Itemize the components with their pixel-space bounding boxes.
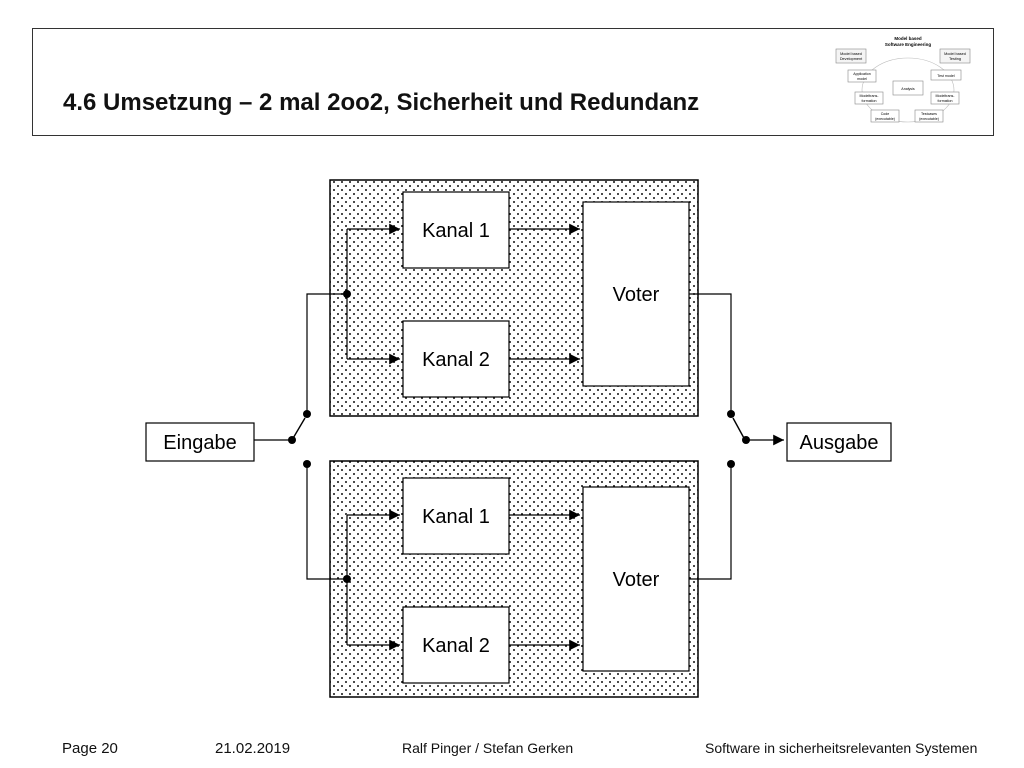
thumb-app-line2: model xyxy=(857,77,867,81)
thumb-right-line2: Testing xyxy=(949,57,961,61)
upper-voter-box xyxy=(582,201,690,387)
thumb-cycle xyxy=(861,57,955,123)
thumb-testmodel-label: Test model xyxy=(937,74,955,78)
lower-channel2-box xyxy=(402,606,510,684)
lower-channel2-label: Kanal 2 xyxy=(422,635,490,657)
output-switch-lever xyxy=(732,417,746,441)
thumb-code-box xyxy=(870,109,900,123)
thumb-tc-line1: Testcases xyxy=(921,112,937,116)
title-box: 4.6 Umsetzung – 2 mal 2oo2, Sicherheit u… xyxy=(32,28,994,136)
thumb-tc-line2: (executable) xyxy=(919,117,939,121)
thumb-mt-left-line1: Modeltrans- xyxy=(860,94,880,98)
lower-channel1-box xyxy=(402,477,510,555)
thumb-title-line2: Software Engineering xyxy=(885,42,932,47)
input-box xyxy=(145,422,255,462)
upper-voter-output-wire xyxy=(689,293,732,414)
upper-channel1-box xyxy=(402,191,510,269)
thumb-mt-left-line2: formation xyxy=(862,99,877,103)
output-switch-upper-contact xyxy=(727,410,735,418)
upper-input-wire xyxy=(306,293,347,414)
thumb-app-line1: Application xyxy=(853,72,871,76)
footer-authors: Ralf Pinger / Stefan Gerken xyxy=(402,740,574,756)
lower-channel1-label: Kanal 1 xyxy=(422,506,490,528)
thumb-app-box xyxy=(847,69,877,83)
lower-input-wire xyxy=(306,464,347,580)
lower-voter-output-wire xyxy=(689,464,732,580)
thumb-left-box xyxy=(835,48,867,64)
thumb-analysis-box xyxy=(892,80,924,96)
footer-date: 21.02.2019 xyxy=(215,740,291,757)
upper-channel2-label: Kanal 2 xyxy=(422,349,490,371)
output-label: Ausgabe xyxy=(800,432,879,454)
lower-voter-label: Voter xyxy=(613,569,660,591)
thumb-mt-left-box xyxy=(854,91,884,105)
thumb-testcases-box xyxy=(914,109,944,123)
thumb-code-line2: (executable) xyxy=(875,117,895,121)
upper-voter-label: Voter xyxy=(613,284,660,306)
output-switch-lower-contact xyxy=(727,460,735,468)
mbse-thumbnail: Model based Software Engineering Model b… xyxy=(835,36,971,123)
upper-channel1-label: Kanal 1 xyxy=(422,220,490,242)
footer-course: Software in sicherheitsrelevanten System… xyxy=(705,740,978,756)
thumb-testmodel-box xyxy=(930,69,962,81)
input-switch-lower-contact xyxy=(303,460,311,468)
output-box xyxy=(786,422,892,462)
thumb-title-line1: Model based xyxy=(894,36,922,41)
thumb-mt-right-line1: Modeltrans- xyxy=(936,94,956,98)
input-label: Eingabe xyxy=(163,432,236,454)
thumb-analysis-label: Analysis xyxy=(901,87,915,91)
thumb-left-line2: Development xyxy=(840,57,863,61)
upper-channel2-box xyxy=(402,320,510,398)
thumb-mt-right-box xyxy=(930,91,960,105)
thumb-mt-right-line2: formation xyxy=(938,99,953,103)
input-switch-lever xyxy=(291,417,306,441)
thumb-right-box xyxy=(939,48,971,64)
lower-voter-box xyxy=(582,486,690,672)
slide-title: 4.6 Umsetzung – 2 mal 2oo2, Sicherheit u… xyxy=(63,89,700,116)
thumb-right-line1: Model based xyxy=(944,52,966,56)
thumb-code-line1: Code xyxy=(881,112,890,116)
footer-page: Page 20 xyxy=(62,740,118,757)
input-switch-upper-contact xyxy=(303,410,311,418)
thumb-left-line1: Model based xyxy=(840,52,862,56)
